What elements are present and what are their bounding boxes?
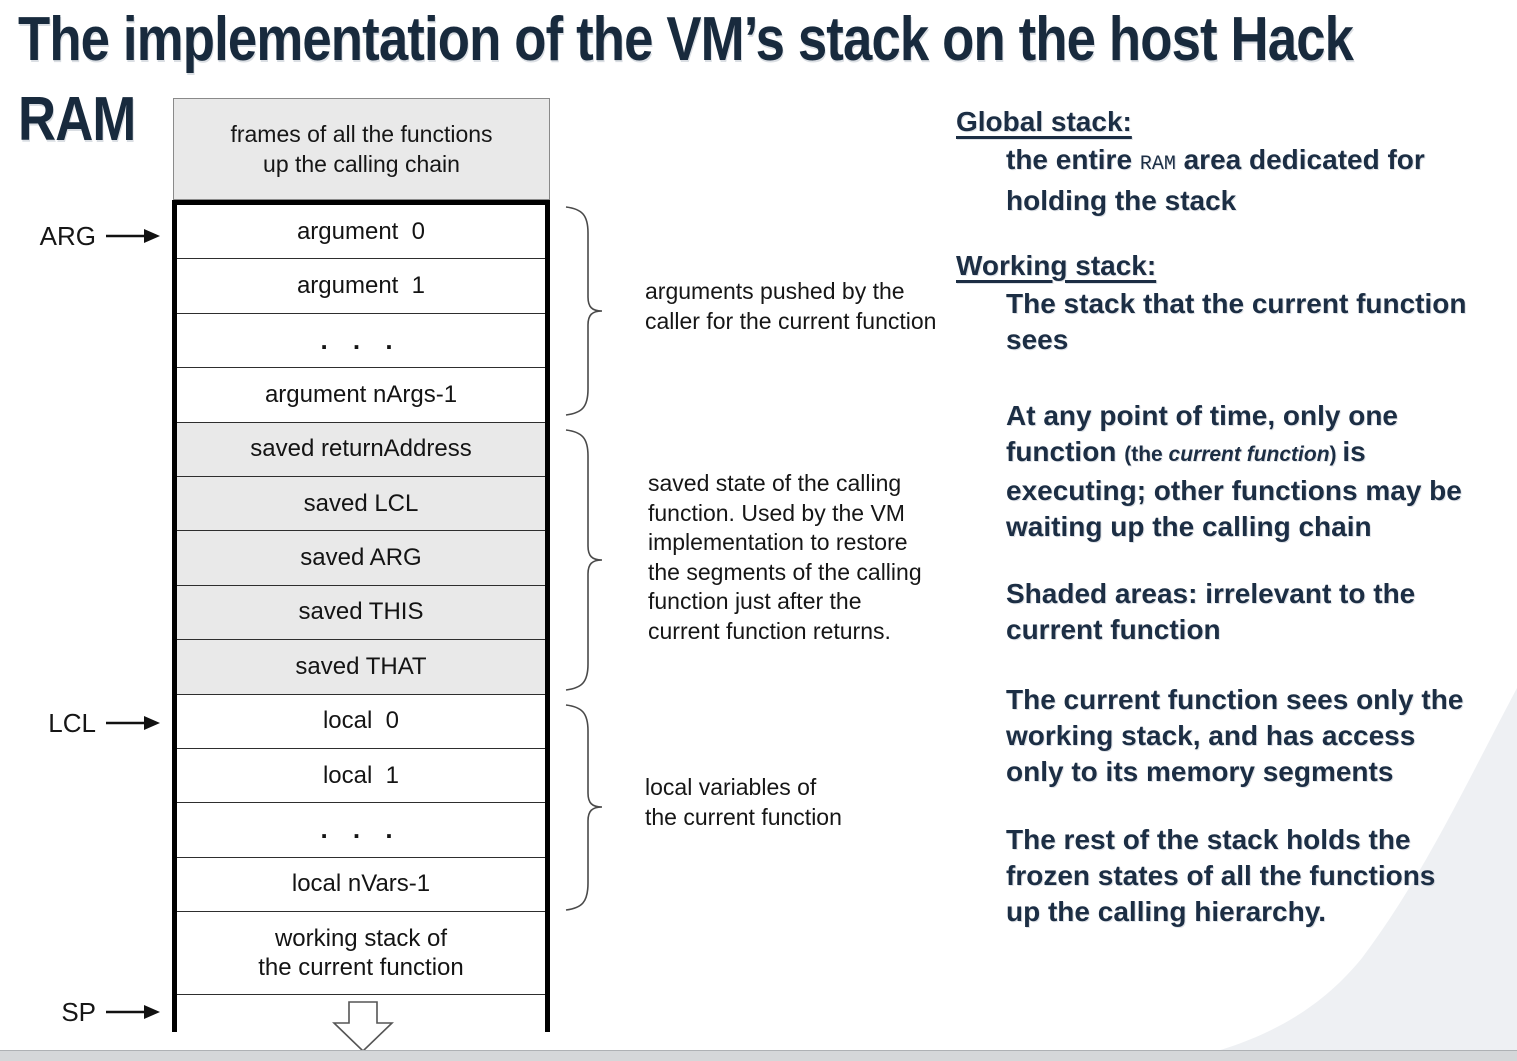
cell-local-0: local 0 [177,695,545,749]
stack-header-line2: up the calling chain [263,151,460,177]
ram-mono-text: RAM [1139,153,1176,176]
cell-saved-arg: saved ARG [177,531,545,586]
locals-brace-icon [565,704,603,911]
para-shaded-areas: Shaded areas: irrelevant to the current … [1006,578,1416,645]
sp-pointer-arrow-icon [106,1005,160,1019]
arguments-brace-icon [565,206,603,416]
para-current-function-sees: The current function sees only the worki… [1006,684,1464,787]
cell-locals-ellipsis: . . . [177,803,545,858]
para-rest-of-stack: The rest of the stack holds the frozen s… [1006,824,1436,927]
cell-args-ellipsis: . . . [177,314,545,369]
cell-saved-return-address: saved returnAddress [177,422,545,477]
sp-pointer: SP [0,997,172,1027]
global-stack-text: the entire RAM area dedicated for holdin… [1006,144,1425,216]
cell-argument-nargs: argument nArgs-1 [177,368,545,423]
arg-pointer-arrow-icon [106,229,160,243]
para-any-point: At any point of time, only one function … [1006,400,1462,542]
lcl-pointer: LCL [0,708,172,738]
lcl-pointer-arrow-icon [106,716,160,730]
stack-box: argument 0 argument 1 . . . argument nAr… [172,200,550,1032]
stack-header-cell: frames of all the functions up the calli… [173,98,550,200]
sp-pointer-label: SP [61,996,96,1027]
annotation-arguments: arguments pushed by the caller for the c… [645,278,937,334]
cell-working-stack: working stack of the current function [177,912,545,996]
annotation-saved-state: saved state of the calling function. Use… [648,470,922,644]
working-stack-text: The stack that the current function sees [1006,288,1467,355]
arg-pointer-label: ARG [39,220,96,251]
cell-local-nvars: local nVars-1 [177,858,545,913]
page-title-line1: The implementation of the VM’s stack on … [18,5,1354,74]
cell-local-1: local 1 [177,749,545,804]
cell-saved-lcl: saved LCL [177,476,545,532]
page-title-line2: RAM [18,85,136,154]
cell-saved-that: saved THAT [177,640,545,695]
cell-saved-this: saved THIS [177,585,545,641]
lcl-pointer-label: LCL [48,707,96,738]
working-stack-heading: Working stack: [956,250,1157,281]
global-stack-heading: Global stack: [956,106,1132,137]
footer-bar [0,1050,1517,1061]
cell-argument-1: argument 1 [177,259,545,314]
cell-argument-0: argument 0 [177,205,545,260]
annotation-local-variables: local variables of the current function [645,774,842,830]
stack-grow-down-arrow-icon [332,1001,394,1053]
arg-pointer: ARG [0,221,172,251]
stack-header-line1: frames of all the functions [230,121,493,147]
saved-state-brace-icon [565,429,603,691]
